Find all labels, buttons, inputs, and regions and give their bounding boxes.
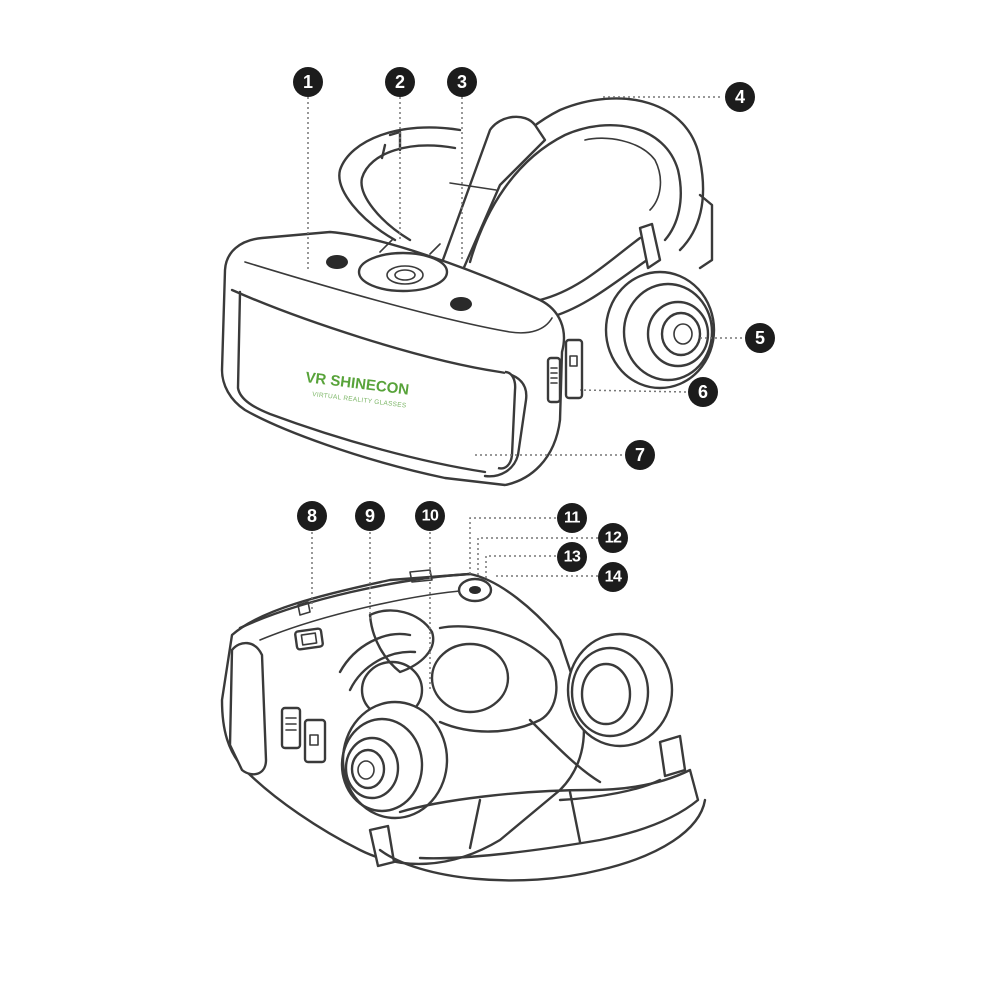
callout-9-label: 9 [365,506,375,526]
callout-7: 7 [625,440,655,470]
callout-10-label: 10 [422,508,439,525]
focus-knob-left [326,255,348,269]
headphone-left [340,700,449,868]
callout-4-label: 4 [735,87,745,107]
callout-1: 1 [293,67,323,97]
callout-11-label: 11 [564,510,581,527]
rear-button [294,627,324,651]
callout-5-label: 5 [755,328,765,348]
audio-port [564,338,584,400]
callout-14: 14 [598,562,628,592]
callout-3: 3 [447,67,477,97]
callout-5: 5 [745,323,775,353]
callout-1-label: 1 [303,72,313,92]
headset-front-view: VR SHINECON VIRTUAL REALITY GLASSES [220,97,716,487]
callout-9: 9 [355,501,385,531]
leader-lines [307,96,742,690]
side-button [546,356,562,404]
top-strap [438,115,547,274]
callout-12: 12 [598,523,628,553]
callout-14-label: 14 [605,569,622,586]
headphone-right-rear [566,632,674,748]
callout-10: 10 [415,501,445,531]
callout-11: 11 [557,503,587,533]
headphone-right [604,222,716,390]
lens-right [430,642,510,714]
headset-body [220,230,566,487]
callout-8: 8 [297,501,327,531]
rear-head-strap [398,768,700,860]
callout-8-label: 8 [307,506,317,526]
callout-3-label: 3 [457,72,467,92]
headset-back-view [220,569,707,882]
callout-7-label: 7 [635,445,645,465]
top-dial [357,251,449,293]
callout-2: 2 [385,67,415,97]
callout-2-label: 2 [395,72,405,92]
focus-knob-right [450,297,472,311]
callout-13-label: 13 [564,549,581,566]
callout-13: 13 [557,542,587,572]
face-opening [438,625,558,733]
callout-12-label: 12 [605,530,622,547]
callout-6: 6 [688,377,718,407]
callout-4: 4 [725,82,755,112]
side-strap-left [338,126,462,242]
callout-6-label: 6 [698,382,708,402]
